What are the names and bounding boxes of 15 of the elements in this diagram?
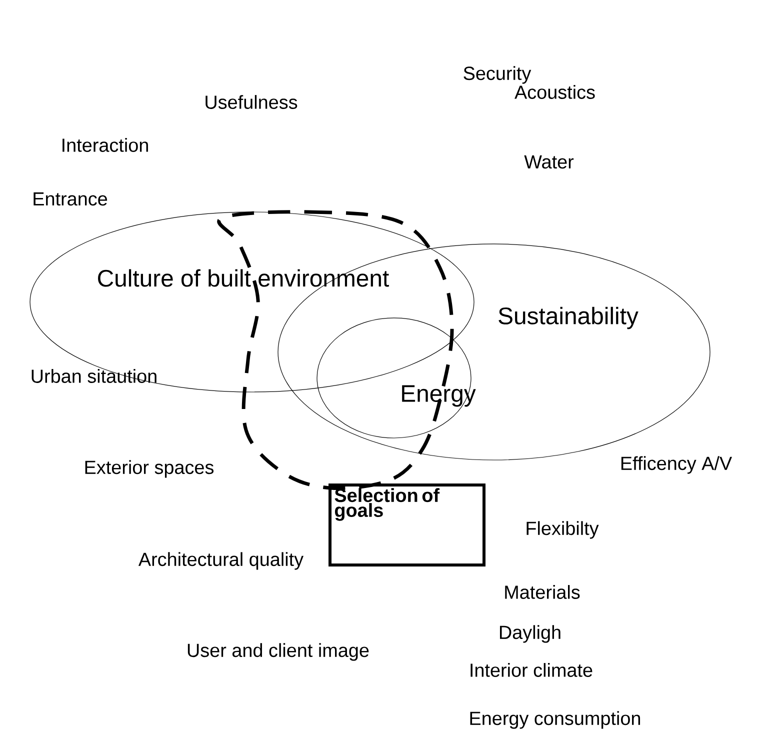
- label: Interior climate: [470, 663, 592, 677]
- label: Energy consumption: [470, 711, 640, 729]
- label: Usefulness: [206, 95, 298, 109]
- label: Security: [464, 66, 532, 84]
- label: Architectural quality: [138, 552, 304, 570]
- label: Flexibilty: [526, 521, 599, 539]
- label: Materials: [505, 585, 580, 599]
- label: Interaction: [62, 138, 148, 152]
- label: Dayligh: [500, 625, 560, 643]
- label: User and client image: [188, 643, 369, 661]
- label: Exterior spaces: [85, 460, 214, 478]
- goal-box: Selection of goals: [328, 483, 486, 566]
- label: Acoustics: [514, 85, 595, 99]
- label: Water: [524, 155, 574, 169]
- label: Efficency A/V: [621, 456, 732, 474]
